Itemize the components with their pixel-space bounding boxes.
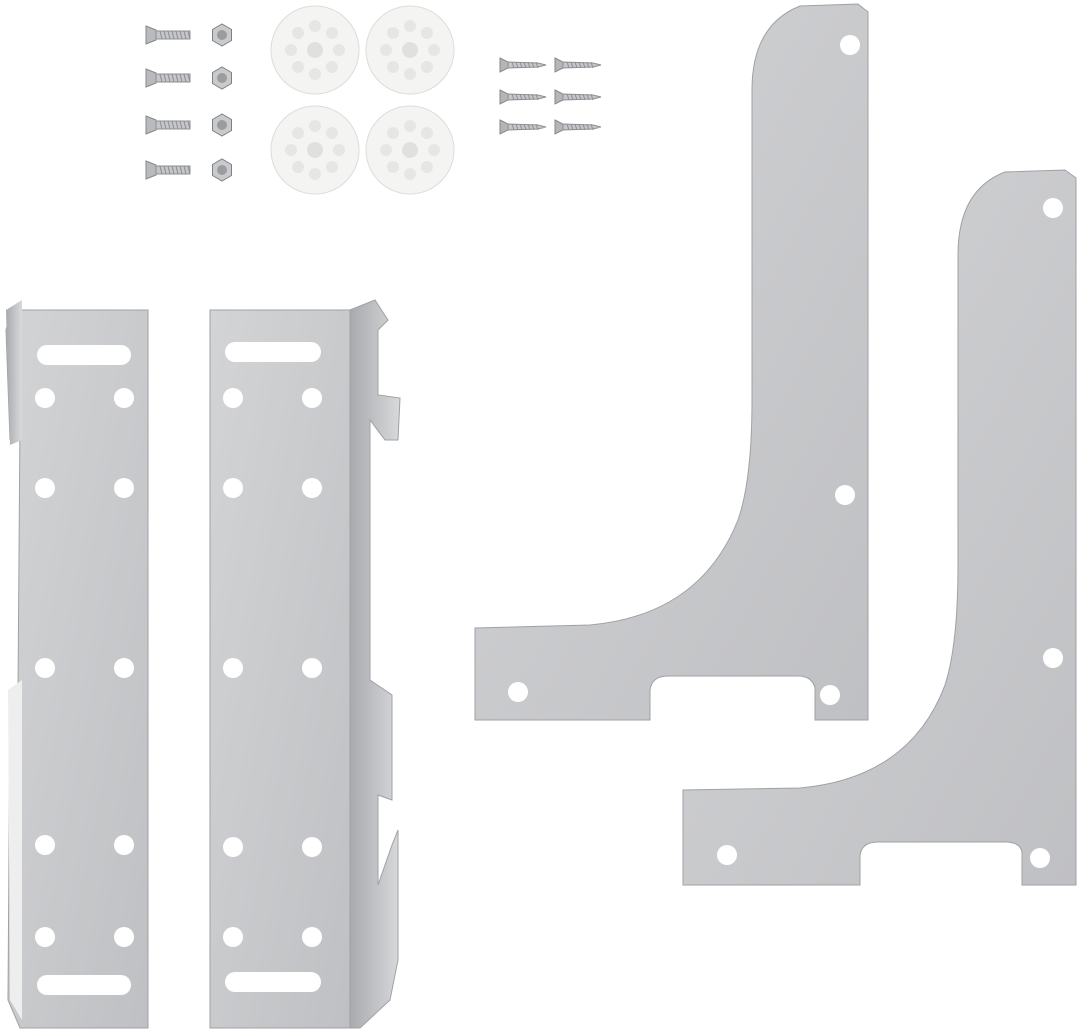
bolt-hole (302, 478, 322, 498)
plastic-glides (270, 5, 455, 195)
plastic-glide (270, 105, 360, 195)
bolt-hole (223, 837, 243, 857)
wood-screw (554, 57, 602, 73)
wood-screws (499, 57, 602, 135)
bolt-hole (35, 478, 55, 498)
bolt-hole (35, 658, 55, 678)
bolt-hole (114, 388, 134, 408)
headboard-bracket-left (5, 300, 149, 1029)
machine-screw (145, 68, 191, 88)
wood-screw (499, 89, 547, 105)
plastic-glide (365, 105, 455, 195)
plastic-glide (270, 5, 360, 95)
headboard-bracket-right (209, 299, 401, 1029)
slot (225, 342, 321, 362)
bolt-hole (223, 658, 243, 678)
footboard-l-bracket-front (682, 169, 1077, 886)
bolt-hole (114, 835, 134, 855)
bolt-hole (302, 658, 322, 678)
bolt-hole (35, 388, 55, 408)
slot (225, 972, 321, 992)
bolt-hole (114, 658, 134, 678)
footboard-l-bracket-back (474, 3, 869, 721)
bolt-hole (223, 478, 243, 498)
bolt-hole (302, 927, 322, 947)
bolt-hole (35, 835, 55, 855)
machine-screw (145, 25, 191, 45)
slot (37, 345, 131, 365)
bolt-hole (302, 837, 322, 857)
bolt-hole (35, 927, 55, 947)
machine-screw (145, 115, 191, 135)
bolt-hole (114, 927, 134, 947)
slot (37, 975, 131, 995)
hex-nut (212, 66, 232, 90)
hex-nut (212, 23, 232, 47)
hex-nuts (212, 23, 232, 182)
wood-screw (554, 119, 602, 135)
bolt-hole (302, 388, 322, 408)
bolt-hole (114, 478, 134, 498)
hex-nut (212, 158, 232, 182)
machine-screws (145, 25, 191, 180)
machine-screw (145, 160, 191, 180)
plastic-glide (365, 5, 455, 95)
bolt-hole (223, 927, 243, 947)
bolt-hole (223, 388, 243, 408)
wood-screw (554, 89, 602, 105)
hex-nut (212, 113, 232, 137)
wood-screw (499, 119, 547, 135)
wood-screw (499, 57, 547, 73)
